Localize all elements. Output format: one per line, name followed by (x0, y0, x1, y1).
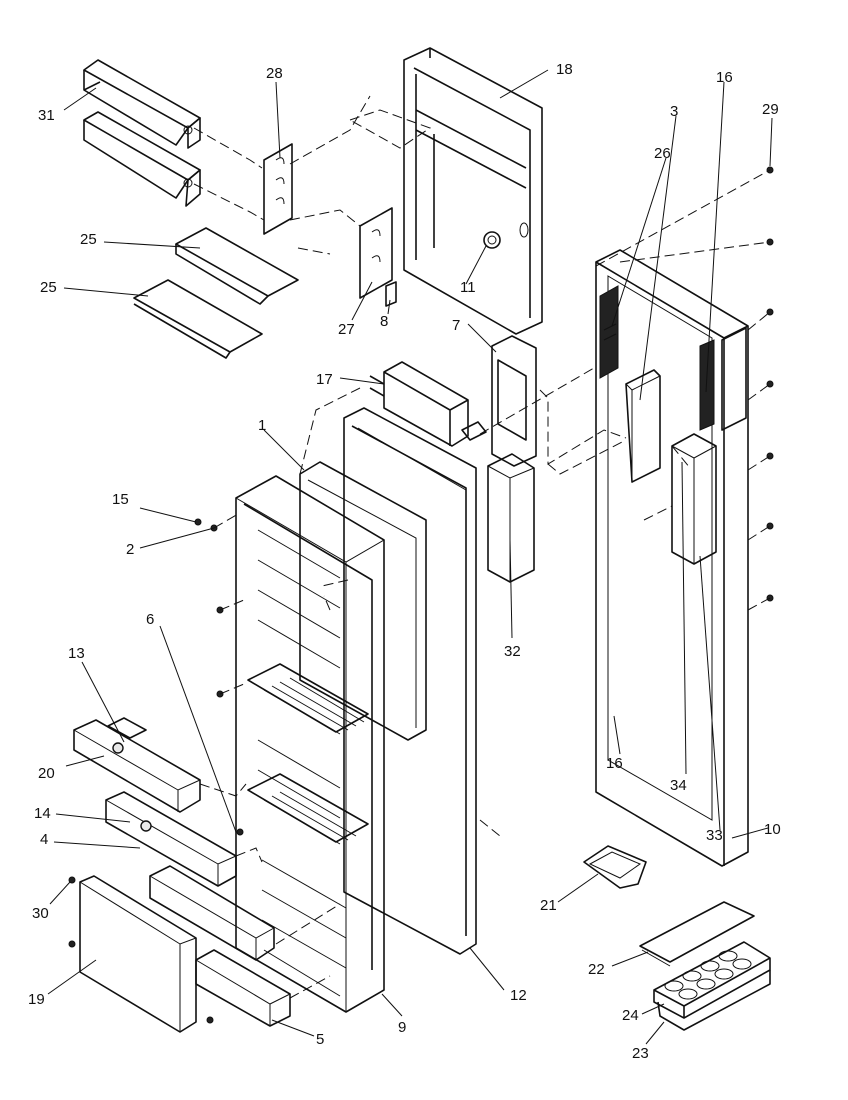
callout-32: 32 (504, 643, 521, 660)
callout-28: 28 (266, 65, 283, 82)
callout-34: 34 (670, 777, 687, 794)
callout-8: 8 (380, 313, 388, 330)
callout-labels: 1 2 3 4 5 6 7 8 9 10 11 12 13 14 15 16 1… (28, 61, 781, 1062)
callout-5: 5 (316, 1031, 324, 1048)
callout-25-lower: 25 (40, 279, 57, 296)
callout-30: 30 (32, 905, 49, 922)
door-bins-lower (73, 717, 291, 1033)
dispenser-panels (487, 335, 537, 583)
screws (68, 166, 774, 1024)
callout-22: 22 (588, 961, 605, 978)
assembly-dash-lines (193, 95, 771, 999)
door-shelves (133, 227, 299, 359)
door-liner (235, 475, 385, 1013)
ice-tray-parts (583, 845, 771, 1031)
callout-14: 14 (34, 805, 51, 822)
door-brackets (263, 143, 397, 307)
callout-27: 27 (338, 321, 355, 338)
outer-door (595, 249, 749, 867)
callout-16-bottom: 16 (606, 755, 623, 772)
callout-24: 24 (622, 1007, 639, 1024)
callout-26: 26 (654, 145, 671, 162)
callout-1: 1 (258, 417, 266, 434)
callout-23: 23 (632, 1045, 649, 1062)
callout-21: 21 (540, 897, 557, 914)
callout-6: 6 (146, 611, 154, 628)
door-bin-upper-pair (83, 59, 201, 207)
callout-4: 4 (40, 831, 48, 848)
callout-10: 10 (764, 821, 781, 838)
callout-7: 7 (452, 317, 460, 334)
callout-2: 2 (126, 541, 134, 558)
callout-20: 20 (38, 765, 55, 782)
callout-11: 11 (460, 279, 476, 296)
callout-18: 18 (556, 61, 573, 78)
callout-31: 31 (38, 107, 55, 124)
callout-9: 9 (398, 1019, 406, 1036)
callout-16-top: 16 (716, 69, 733, 86)
dispenser-frame (403, 47, 543, 335)
callout-3: 3 (670, 103, 678, 120)
control-box (369, 361, 487, 447)
callout-12: 12 (510, 987, 527, 1004)
door-gasket (299, 407, 477, 955)
callout-33: 33 (706, 827, 723, 844)
callout-17: 17 (316, 371, 333, 388)
callout-29: 29 (762, 101, 779, 118)
callout-15: 15 (112, 491, 129, 508)
callout-13: 13 (68, 645, 85, 662)
callout-25-upper: 25 (80, 231, 97, 248)
leader-lines (47, 69, 773, 1045)
callout-19: 19 (28, 991, 45, 1008)
